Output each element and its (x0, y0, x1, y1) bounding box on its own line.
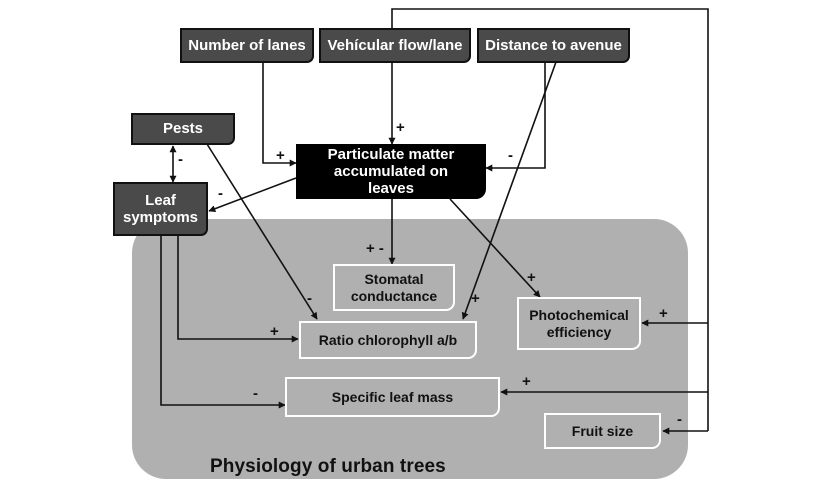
node-leaf-symptoms: Leaf symptoms (113, 182, 208, 236)
arrow-pests-to-ratio (206, 143, 318, 320)
node-specific-leaf-mass: Specific leaf mass (285, 377, 500, 417)
sign-leaf-to-ratio: + (270, 323, 279, 340)
node-number-of-lanes: Number of lanes (180, 28, 314, 63)
arrow-leaf-to-slm (160, 236, 286, 409)
arrow-pm-to-photo (449, 198, 541, 298)
arrow-leaf-to-ratio (177, 236, 299, 343)
arrow-distance-to-pm (485, 62, 546, 172)
sign-pests-to-ratio: - (307, 290, 312, 307)
node-vehicular-flow: Vehícular flow/lane (319, 28, 471, 63)
sign-distance-to-pm: - (508, 147, 513, 164)
sign-flow-to-slm: + (522, 373, 531, 390)
region-label: Physiology of urban trees (210, 456, 446, 477)
sign-pests-leaf: - (178, 151, 183, 168)
node-stomatal-conductance: Stomatal conductance (333, 264, 455, 311)
arrow-pm-to-leaf (208, 177, 297, 213)
feedback-line (391, 8, 709, 431)
sign-lanes-to-pm: + (276, 147, 285, 164)
node-distance-to-avenue: Distance to avenue (477, 28, 630, 63)
node-particulate-matter: Particulate matter accumulated on leaves (296, 144, 486, 199)
sign-leaf-to-slm: - (253, 385, 258, 402)
arrow-lanes-to-pm (262, 63, 297, 167)
sign-pm-to-leaf: - (218, 185, 223, 202)
node-ratio-chlorophyll: Ratio chlorophyll a/b (299, 321, 477, 359)
node-pests: Pests (131, 113, 235, 145)
sign-distance-to-ratio: + (471, 290, 480, 307)
sign-pm-to-stomatal: + - (366, 240, 384, 257)
sign-flow-to-fruit: - (677, 411, 682, 428)
sign-pm-to-photo: + (527, 269, 536, 286)
sign-flow-to-photo: + (659, 305, 668, 322)
sign-flow-to-pm: + (396, 119, 405, 136)
arrow-distance-to-ratio (461, 61, 557, 320)
node-fruit-size: Fruit size (544, 413, 661, 449)
node-photochemical-efficiency: Photochemical efficiency (517, 297, 641, 350)
